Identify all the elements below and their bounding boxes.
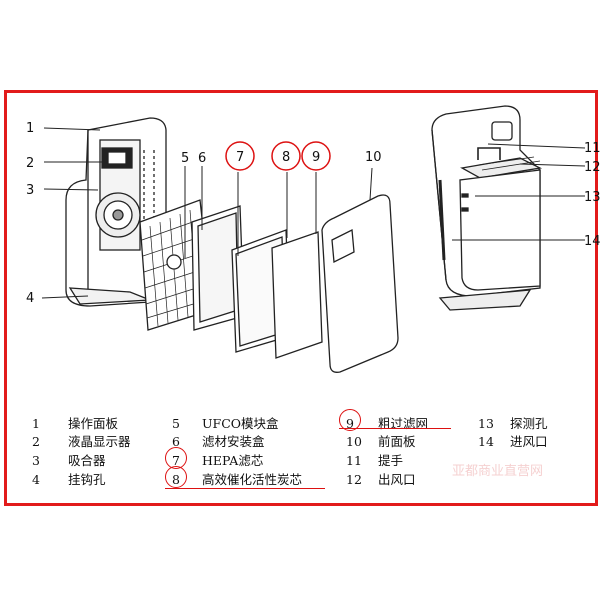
legend-item: 10 前面板 xyxy=(346,431,416,450)
purifier-unit-right xyxy=(431,105,543,311)
legend-label: 探测孔 xyxy=(510,416,548,431)
legend-number: 6 xyxy=(172,434,180,449)
legend-label: 吸合器 xyxy=(68,453,106,468)
legend-item: 13 探测孔 xyxy=(478,413,548,432)
callout-9: 9 xyxy=(312,150,320,165)
callout-5: 5 xyxy=(181,151,189,166)
legend-label: 滤材安装盒 xyxy=(202,434,265,449)
legend-label: 操作面板 xyxy=(68,416,119,431)
legend-label: HEPA滤芯 xyxy=(202,453,264,468)
legend-item: 4 挂钩孔 xyxy=(32,469,106,488)
diagram-frame xyxy=(4,90,598,506)
callout-13: 13 xyxy=(584,190,600,205)
legend-label: 前面板 xyxy=(378,434,416,449)
legend-item: 11 提手 xyxy=(346,450,403,469)
legend-number: 3 xyxy=(32,453,40,468)
callout-4: 4 xyxy=(26,291,34,306)
legend-item: 3 吸合器 xyxy=(32,450,106,469)
leader-lines xyxy=(41,127,586,299)
red-annotations xyxy=(225,141,331,171)
legend-number: 1 xyxy=(32,416,40,431)
callout-7: 7 xyxy=(236,150,244,165)
annotation-circle-8 xyxy=(165,466,187,488)
callout-10: 10 xyxy=(365,150,382,165)
legend-label: 高效催化活性炭芯 xyxy=(202,472,303,487)
callout-1: 1 xyxy=(26,121,34,136)
legend-label: UFCO模块盒 xyxy=(202,416,279,431)
legend-label: 液晶显示器 xyxy=(68,434,131,449)
legend-item: 2 液晶显示器 xyxy=(32,431,131,450)
legend-number: 14 xyxy=(478,434,494,449)
legend-number: 10 xyxy=(346,434,362,449)
part-6-filter-box xyxy=(191,205,245,331)
legend-number: 5 xyxy=(172,416,180,431)
legend-label: 出风口 xyxy=(378,472,416,487)
callout-14: 14 xyxy=(584,234,600,249)
callout-11: 11 xyxy=(584,141,600,156)
legend-number: 4 xyxy=(32,472,40,487)
callout-3: 3 xyxy=(26,183,34,198)
legend-number: 2 xyxy=(32,434,40,449)
legend-label: 进风口 xyxy=(510,434,548,449)
legend-item: 6 滤材安装盒 xyxy=(172,431,265,450)
legend-item: 5 UFCO模块盒 xyxy=(172,413,279,432)
purifier-body-left xyxy=(65,117,167,307)
legend-item: 1 操作面板 xyxy=(32,413,118,432)
callout-6: 6 xyxy=(198,151,206,166)
legend-item: 14 进风口 xyxy=(478,431,548,450)
callout-labels: 1 2 3 4 5 6 7 8 9 10 11 12 13 14 xyxy=(26,121,600,306)
legend-label: 挂钩孔 xyxy=(68,472,106,487)
part-8-carbon-filter xyxy=(271,231,323,359)
annotation-circle-9 xyxy=(339,409,361,431)
annotation-underline-9 xyxy=(339,428,451,429)
annotation-underline-8 xyxy=(165,488,325,489)
legend-number: 12 xyxy=(346,472,362,487)
legend-item: 12 出风口 xyxy=(346,469,416,488)
legend-label: 粗过滤网 xyxy=(378,416,429,431)
legend-label: 提手 xyxy=(378,453,404,468)
legend-number: 13 xyxy=(478,416,494,431)
callout-8: 8 xyxy=(282,150,290,165)
legend-number: 11 xyxy=(346,453,362,468)
watermark: 亚都商业直营网 xyxy=(452,464,544,479)
callout-12: 12 xyxy=(584,160,600,175)
callout-2: 2 xyxy=(26,156,34,171)
part-10-front-panel xyxy=(321,194,399,373)
